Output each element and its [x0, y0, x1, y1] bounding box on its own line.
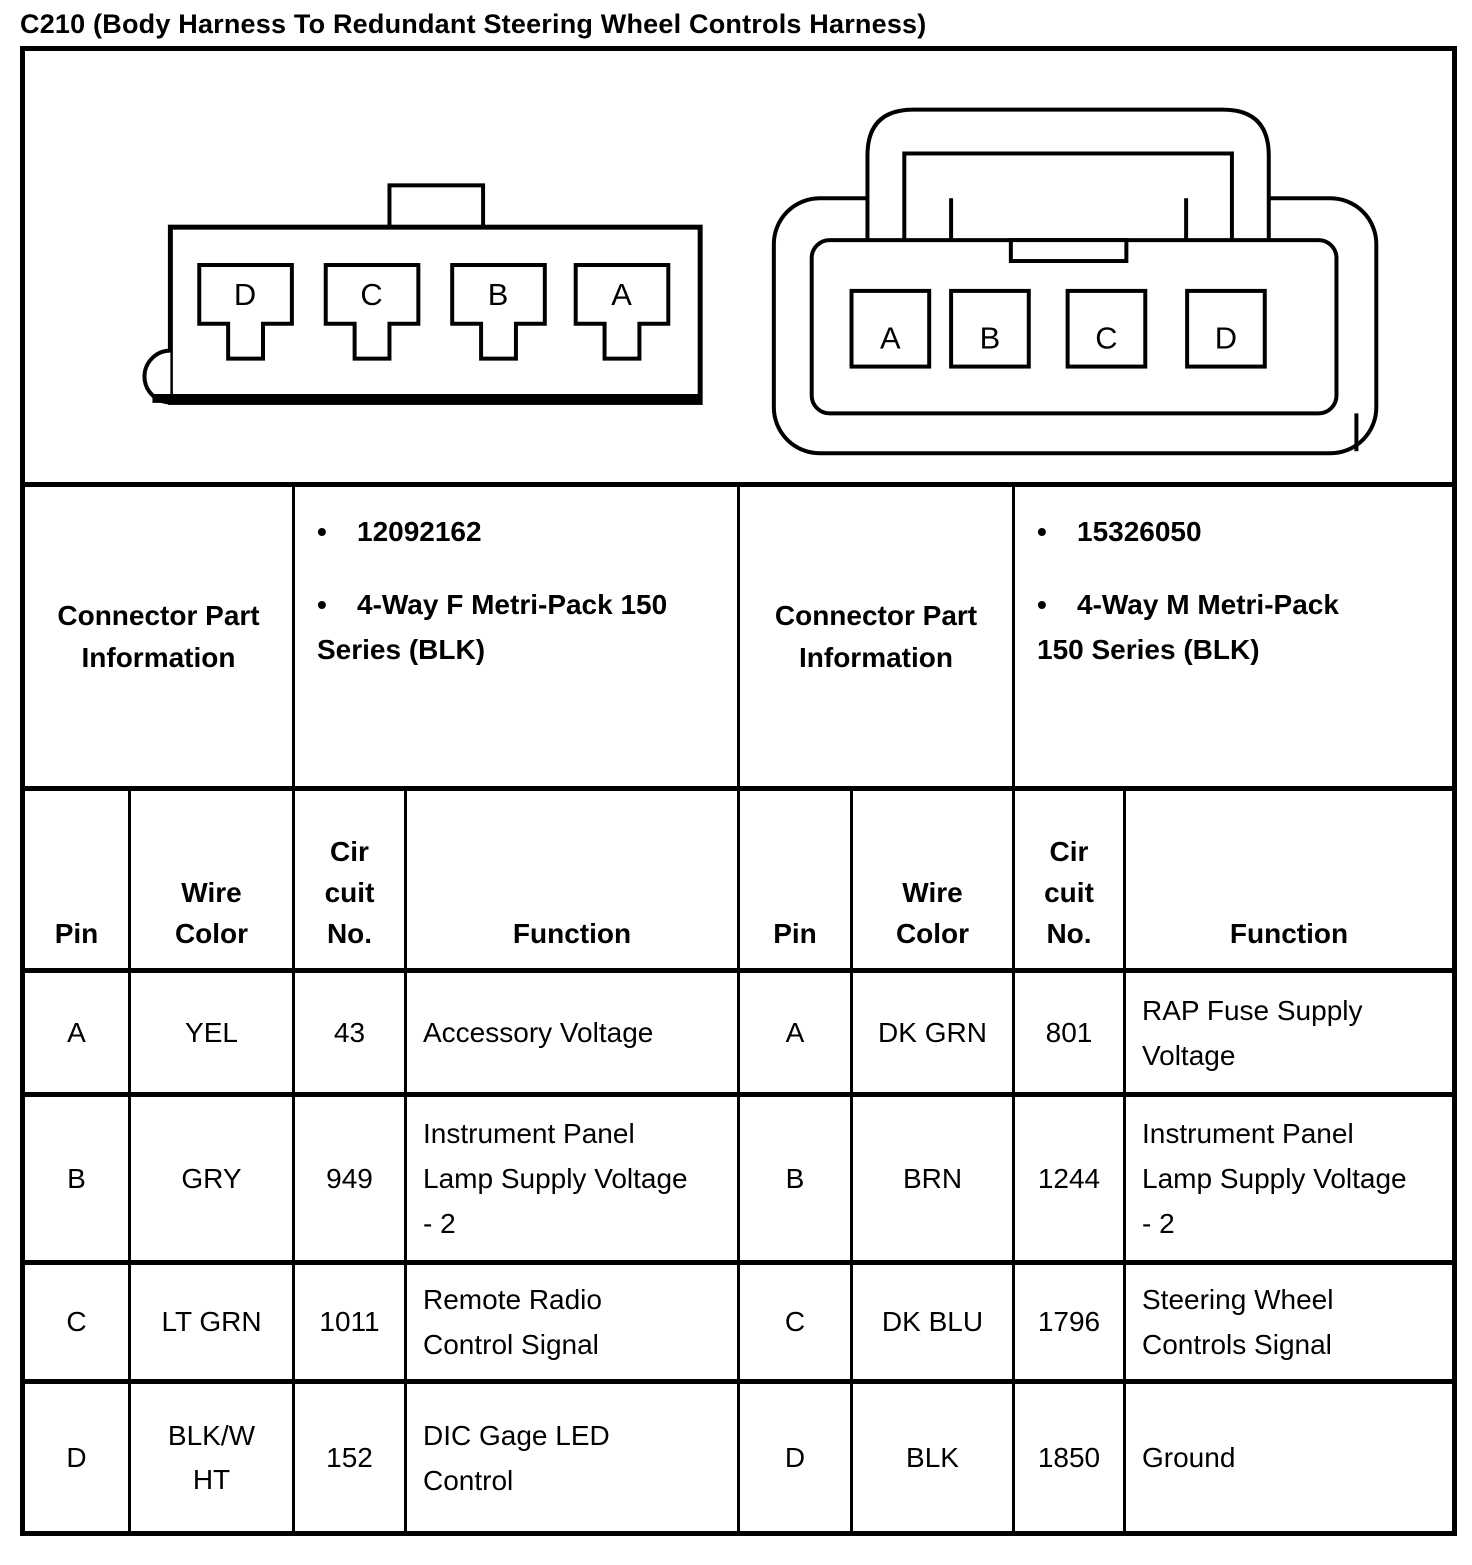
female-connector-diagram: D C B A: [142, 183, 703, 405]
column-header-wire-color-right: Wire Color: [850, 786, 1015, 973]
male-connector-notch: [1008, 238, 1129, 264]
table-row-pin-d: D BLK/W HT 152 DIC Gage LED Control D BL…: [21, 1379, 1456, 1536]
male-pin-D: [1185, 288, 1267, 369]
diagram-row: D C B A: [21, 46, 1456, 487]
pin-cell: A: [21, 968, 131, 1097]
wire-color-cell: LT GRN: [128, 1260, 295, 1384]
part-number-item: • 12092162: [317, 509, 727, 554]
column-header-circuit-no-left: Cir cuit No.: [292, 786, 407, 973]
part-description: 4-Way M Metri-Pack 150 Series (BLK): [1037, 589, 1339, 665]
wire-color-cell: DK BLU: [850, 1260, 1015, 1384]
column-header-pin-right: Pin: [737, 786, 853, 973]
column-header-pin-left: Pin: [21, 786, 131, 973]
table-row-pin-b: B GRY 949 Instrument Panel Lamp Supply V…: [21, 1092, 1456, 1265]
part-description-item: •4-Way M Metri-Pack 150 Series (BLK): [1037, 582, 1442, 672]
circuit-no-cell: 1850: [1012, 1379, 1126, 1536]
function-cell: Remote Radio Control Signal: [404, 1260, 740, 1384]
female-pin-label: C: [360, 277, 382, 312]
bullet-icon: •: [317, 516, 327, 547]
bullet-icon: •: [1037, 589, 1047, 620]
connector-part-info-label-left: Connector Part Information: [21, 482, 295, 791]
pin-cell: C: [737, 1260, 853, 1384]
table-row-pin-c: C LT GRN 1011 Remote Radio Control Signa…: [21, 1260, 1456, 1384]
function-cell: RAP Fuse Supply Voltage: [1123, 968, 1456, 1097]
female-pin-label: A: [611, 277, 632, 312]
circuit-no-cell: 1796: [1012, 1260, 1126, 1384]
male-connector-latch-outline: [865, 107, 1271, 244]
column-header-function-left: Function: [404, 786, 740, 973]
part-number: 12092162: [357, 516, 482, 547]
circuit-no-cell: 1011: [292, 1260, 407, 1384]
pin-cell: C: [21, 1260, 131, 1384]
bullet-icon: •: [317, 589, 327, 620]
female-pin-cavity-D: [197, 263, 294, 361]
part-description: 4-Way F Metri-Pack 150 Series (BLK): [317, 589, 668, 665]
column-header-circuit-no-right: Cir cuit No.: [1012, 786, 1126, 973]
wire-color-cell: BRN: [850, 1092, 1015, 1265]
wire-color-cell: BLK/W HT: [128, 1379, 295, 1536]
function-cell: Ground: [1123, 1379, 1456, 1536]
part-number: 15326050: [1077, 516, 1202, 547]
connector-diagram-panel: D C B A: [21, 46, 1456, 487]
female-pin-cavity-C: [323, 263, 421, 361]
table-header-row: Pin Wire Color Cir cuit No. Function Pin…: [21, 786, 1456, 973]
part-description-item: •4-Way F Metri-Pack 150 Series (BLK): [317, 582, 727, 672]
column-header-function-right: Function: [1123, 786, 1456, 973]
page-title: C210 (Body Harness To Redundant Steering…: [20, 9, 927, 39]
wire-color-cell: YEL: [128, 968, 295, 1097]
connector-part-info-label-right: Connector Part Information: [737, 482, 1015, 791]
connector-part-info-detail-right: •15326050 •4-Way M Metri-Pack 150 Series…: [1012, 482, 1456, 791]
female-pin-label: B: [488, 277, 509, 312]
wire-color-cell: DK GRN: [850, 968, 1015, 1097]
wire-color-cell: GRY: [128, 1092, 295, 1265]
male-pin-C: [1065, 288, 1148, 369]
part-info-row: Connector Part Information •12092162 •4-…: [21, 482, 1456, 791]
pin-cell: B: [21, 1092, 131, 1265]
part-number-item: • 15326050: [1037, 509, 1442, 554]
circuit-no-cell: 152: [292, 1379, 407, 1536]
pin-cell: D: [21, 1379, 131, 1536]
bullet-icon: •: [1037, 516, 1047, 547]
male-connector-diagram: A B C D: [771, 107, 1379, 456]
female-pin-cavity-B: [450, 263, 547, 361]
connector-diagrams: D C B A: [142, 107, 1379, 456]
pin-cell: B: [737, 1092, 853, 1265]
circuit-no-cell: 801: [1012, 968, 1126, 1097]
function-cell: Accessory Voltage: [404, 968, 740, 1097]
male-pin-label: A: [880, 321, 901, 356]
female-connector-index-tab: [387, 183, 486, 232]
function-cell: Steering Wheel Controls Signal: [1123, 1260, 1456, 1384]
function-cell: Instrument Panel Lamp Supply Voltage - 2: [404, 1092, 740, 1265]
connector-spec-table-wrap: D C B A: [20, 46, 1457, 1536]
male-connector-latch-window: [902, 151, 1234, 246]
connector-table: D C B A: [20, 46, 1457, 1536]
function-cell: Instrument Panel Lamp Supply Voltage - 2: [1123, 1092, 1456, 1265]
wire-color-cell: BLK: [850, 1379, 1015, 1536]
connector-part-info-detail-left: •12092162 •4-Way F Metri-Pack 150 Series…: [292, 482, 740, 791]
circuit-no-cell: 949: [292, 1092, 407, 1265]
male-pin-B: [949, 288, 1031, 369]
circuit-no-cell: 43: [292, 968, 407, 1097]
male-pin-label: B: [980, 321, 1001, 356]
table-row-pin-a: A YEL 43 Accessory Voltage A DK GRN 801 …: [21, 968, 1456, 1097]
pin-cell: D: [737, 1379, 853, 1536]
male-pin-A: [849, 288, 932, 369]
circuit-no-cell: 1244: [1012, 1092, 1126, 1265]
function-cell: DIC Gage LED Control: [404, 1379, 740, 1536]
female-pin-label: D: [234, 277, 256, 312]
pin-cell: A: [737, 968, 853, 1097]
female-pin-cavity-A: [573, 263, 671, 361]
male-pin-label: C: [1095, 321, 1117, 356]
column-header-wire-color-left: Wire Color: [128, 786, 295, 973]
male-pin-label: D: [1215, 321, 1237, 356]
